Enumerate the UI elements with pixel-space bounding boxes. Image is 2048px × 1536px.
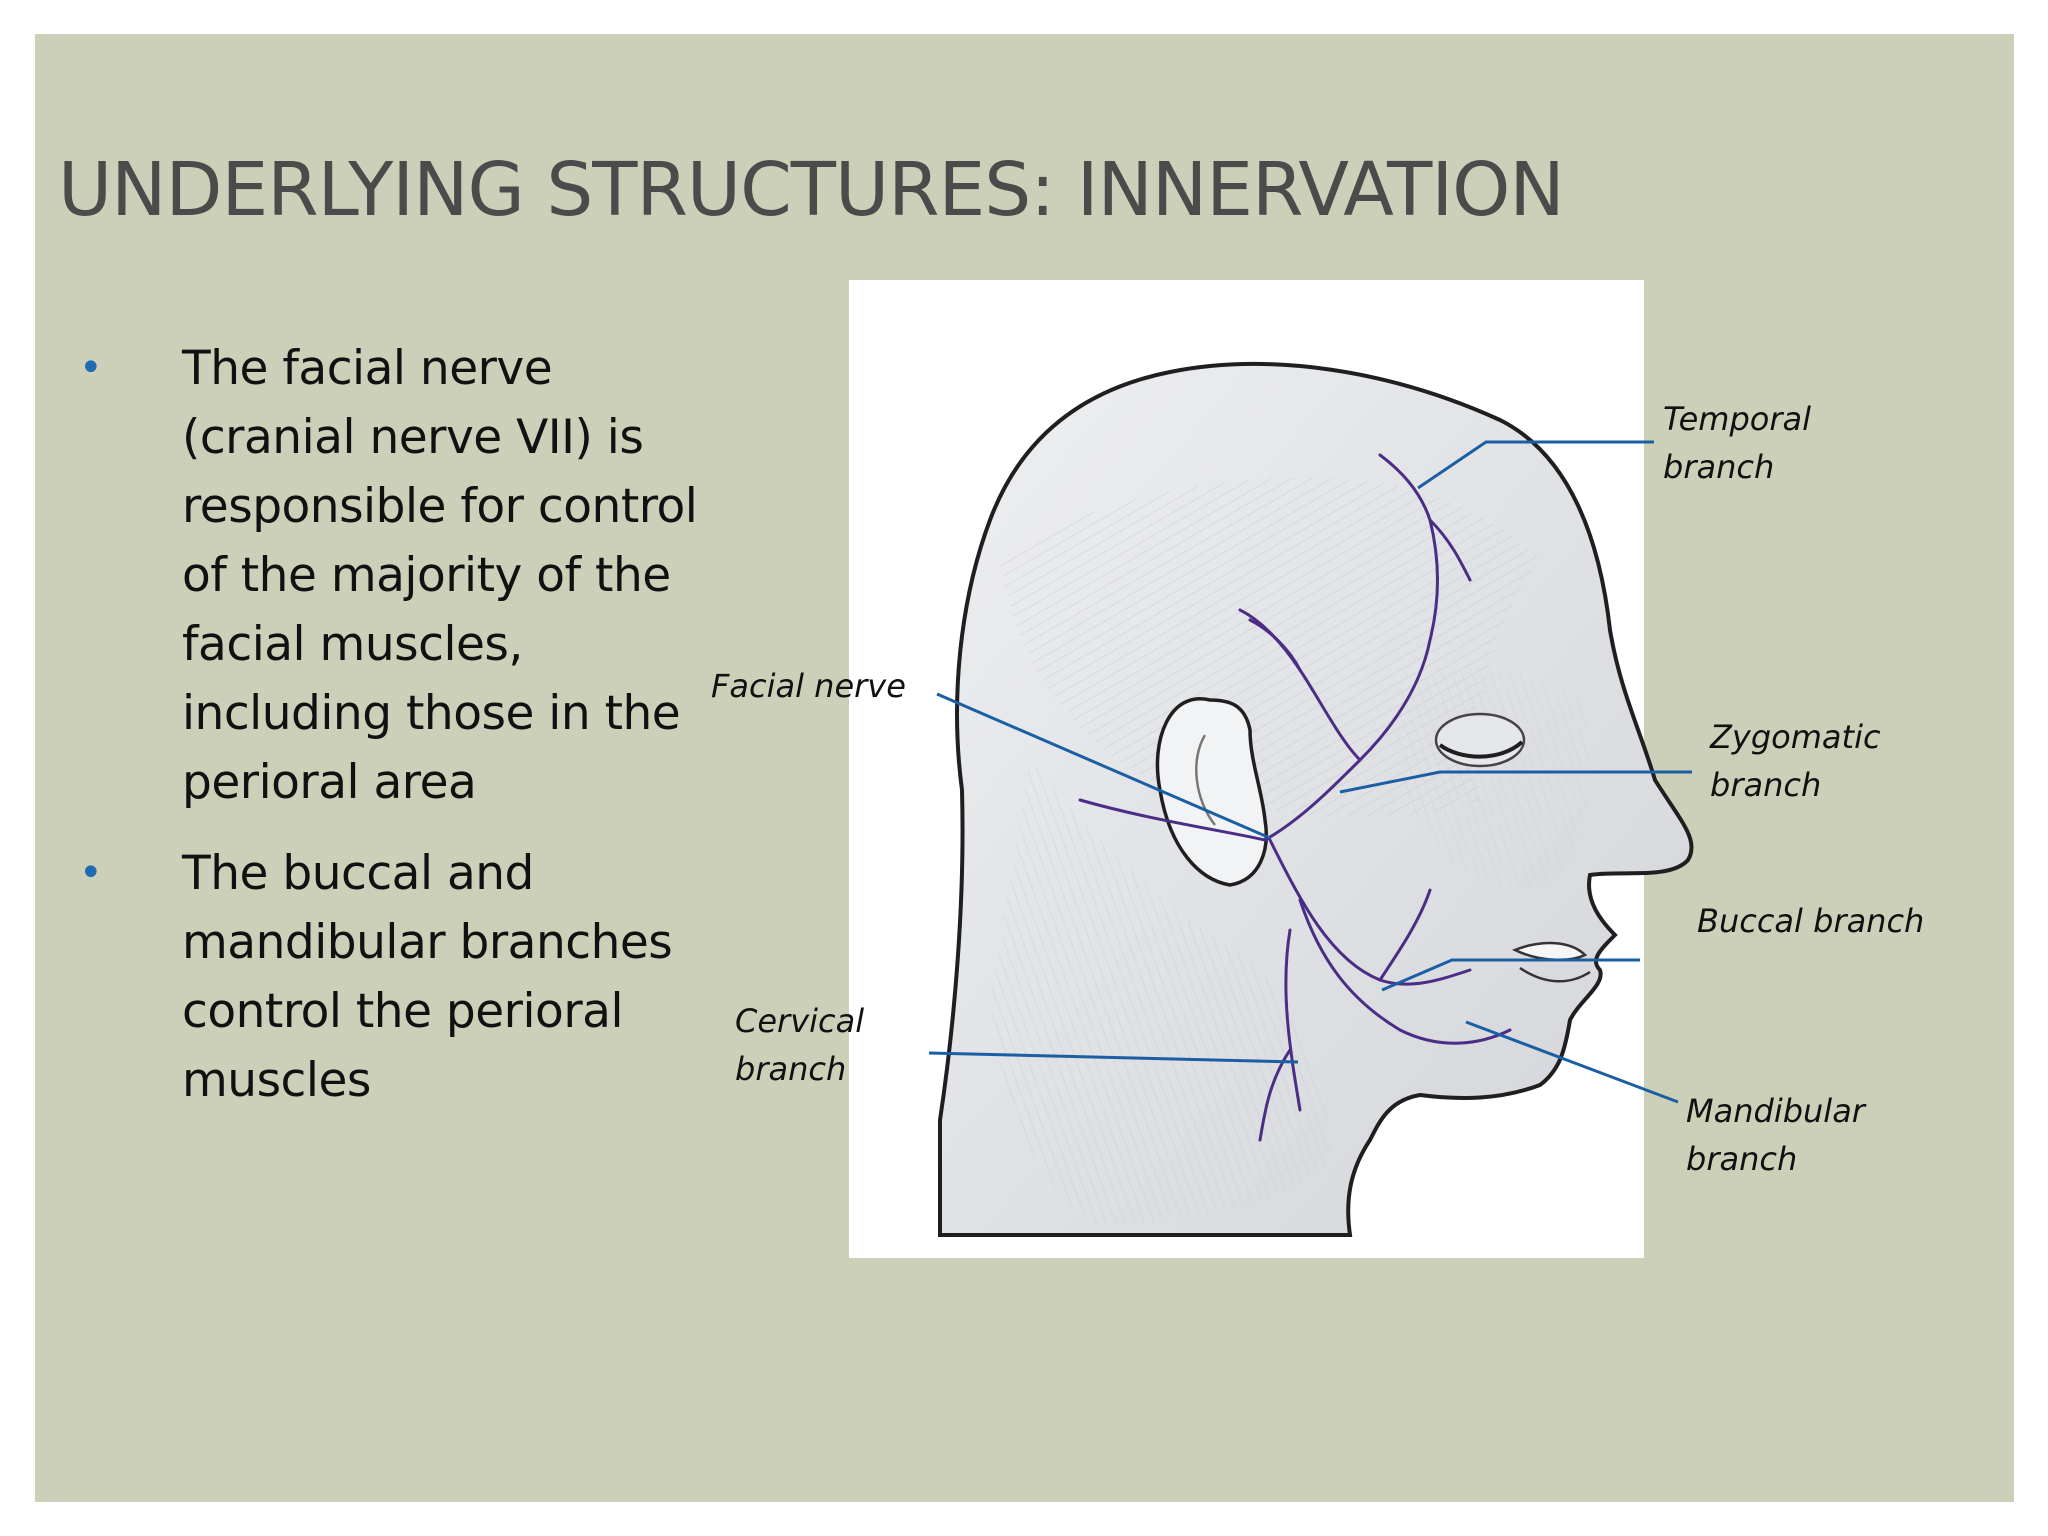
label-line: branch [1686, 1140, 1798, 1178]
bullet-dot-icon: • [79, 850, 103, 896]
label-line: Temporal [1663, 400, 1811, 438]
bullet-list: • The facial nerve (cranial nerve VII) i… [65, 334, 705, 1137]
label-cervical-branch: Cervical branch [735, 997, 864, 1093]
label-line: branch [1663, 448, 1775, 486]
bullet-item: • The facial nerve (cranial nerve VII) i… [65, 334, 705, 817]
slide-title: UNDERLYING STRUCTURES: INNERVATION [58, 147, 1565, 233]
label-temporal-branch: Temporal branch [1663, 395, 1811, 491]
label-zygomatic-branch: Zygomatic branch [1710, 713, 1881, 809]
figure-panel [849, 280, 1644, 1258]
bullet-text: The facial nerve (cranial nerve VII) is … [182, 341, 698, 810]
label-buccal-branch: Buccal branch [1697, 902, 1925, 940]
label-line: Cervical [735, 1002, 865, 1040]
label-line: Mandibular [1686, 1092, 1865, 1130]
label-mandibular-branch: Mandibular branch [1686, 1087, 1865, 1183]
label-line: Zygomatic [1710, 718, 1881, 756]
label-facial-nerve: Facial nerve [711, 667, 906, 705]
label-line: branch [1710, 766, 1822, 804]
label-line: branch [735, 1050, 847, 1088]
bullet-text: The buccal and mandibular branches contr… [182, 846, 673, 1108]
bullet-item: • The buccal and mandibular branches con… [65, 839, 705, 1115]
bullet-dot-icon: • [79, 345, 103, 391]
